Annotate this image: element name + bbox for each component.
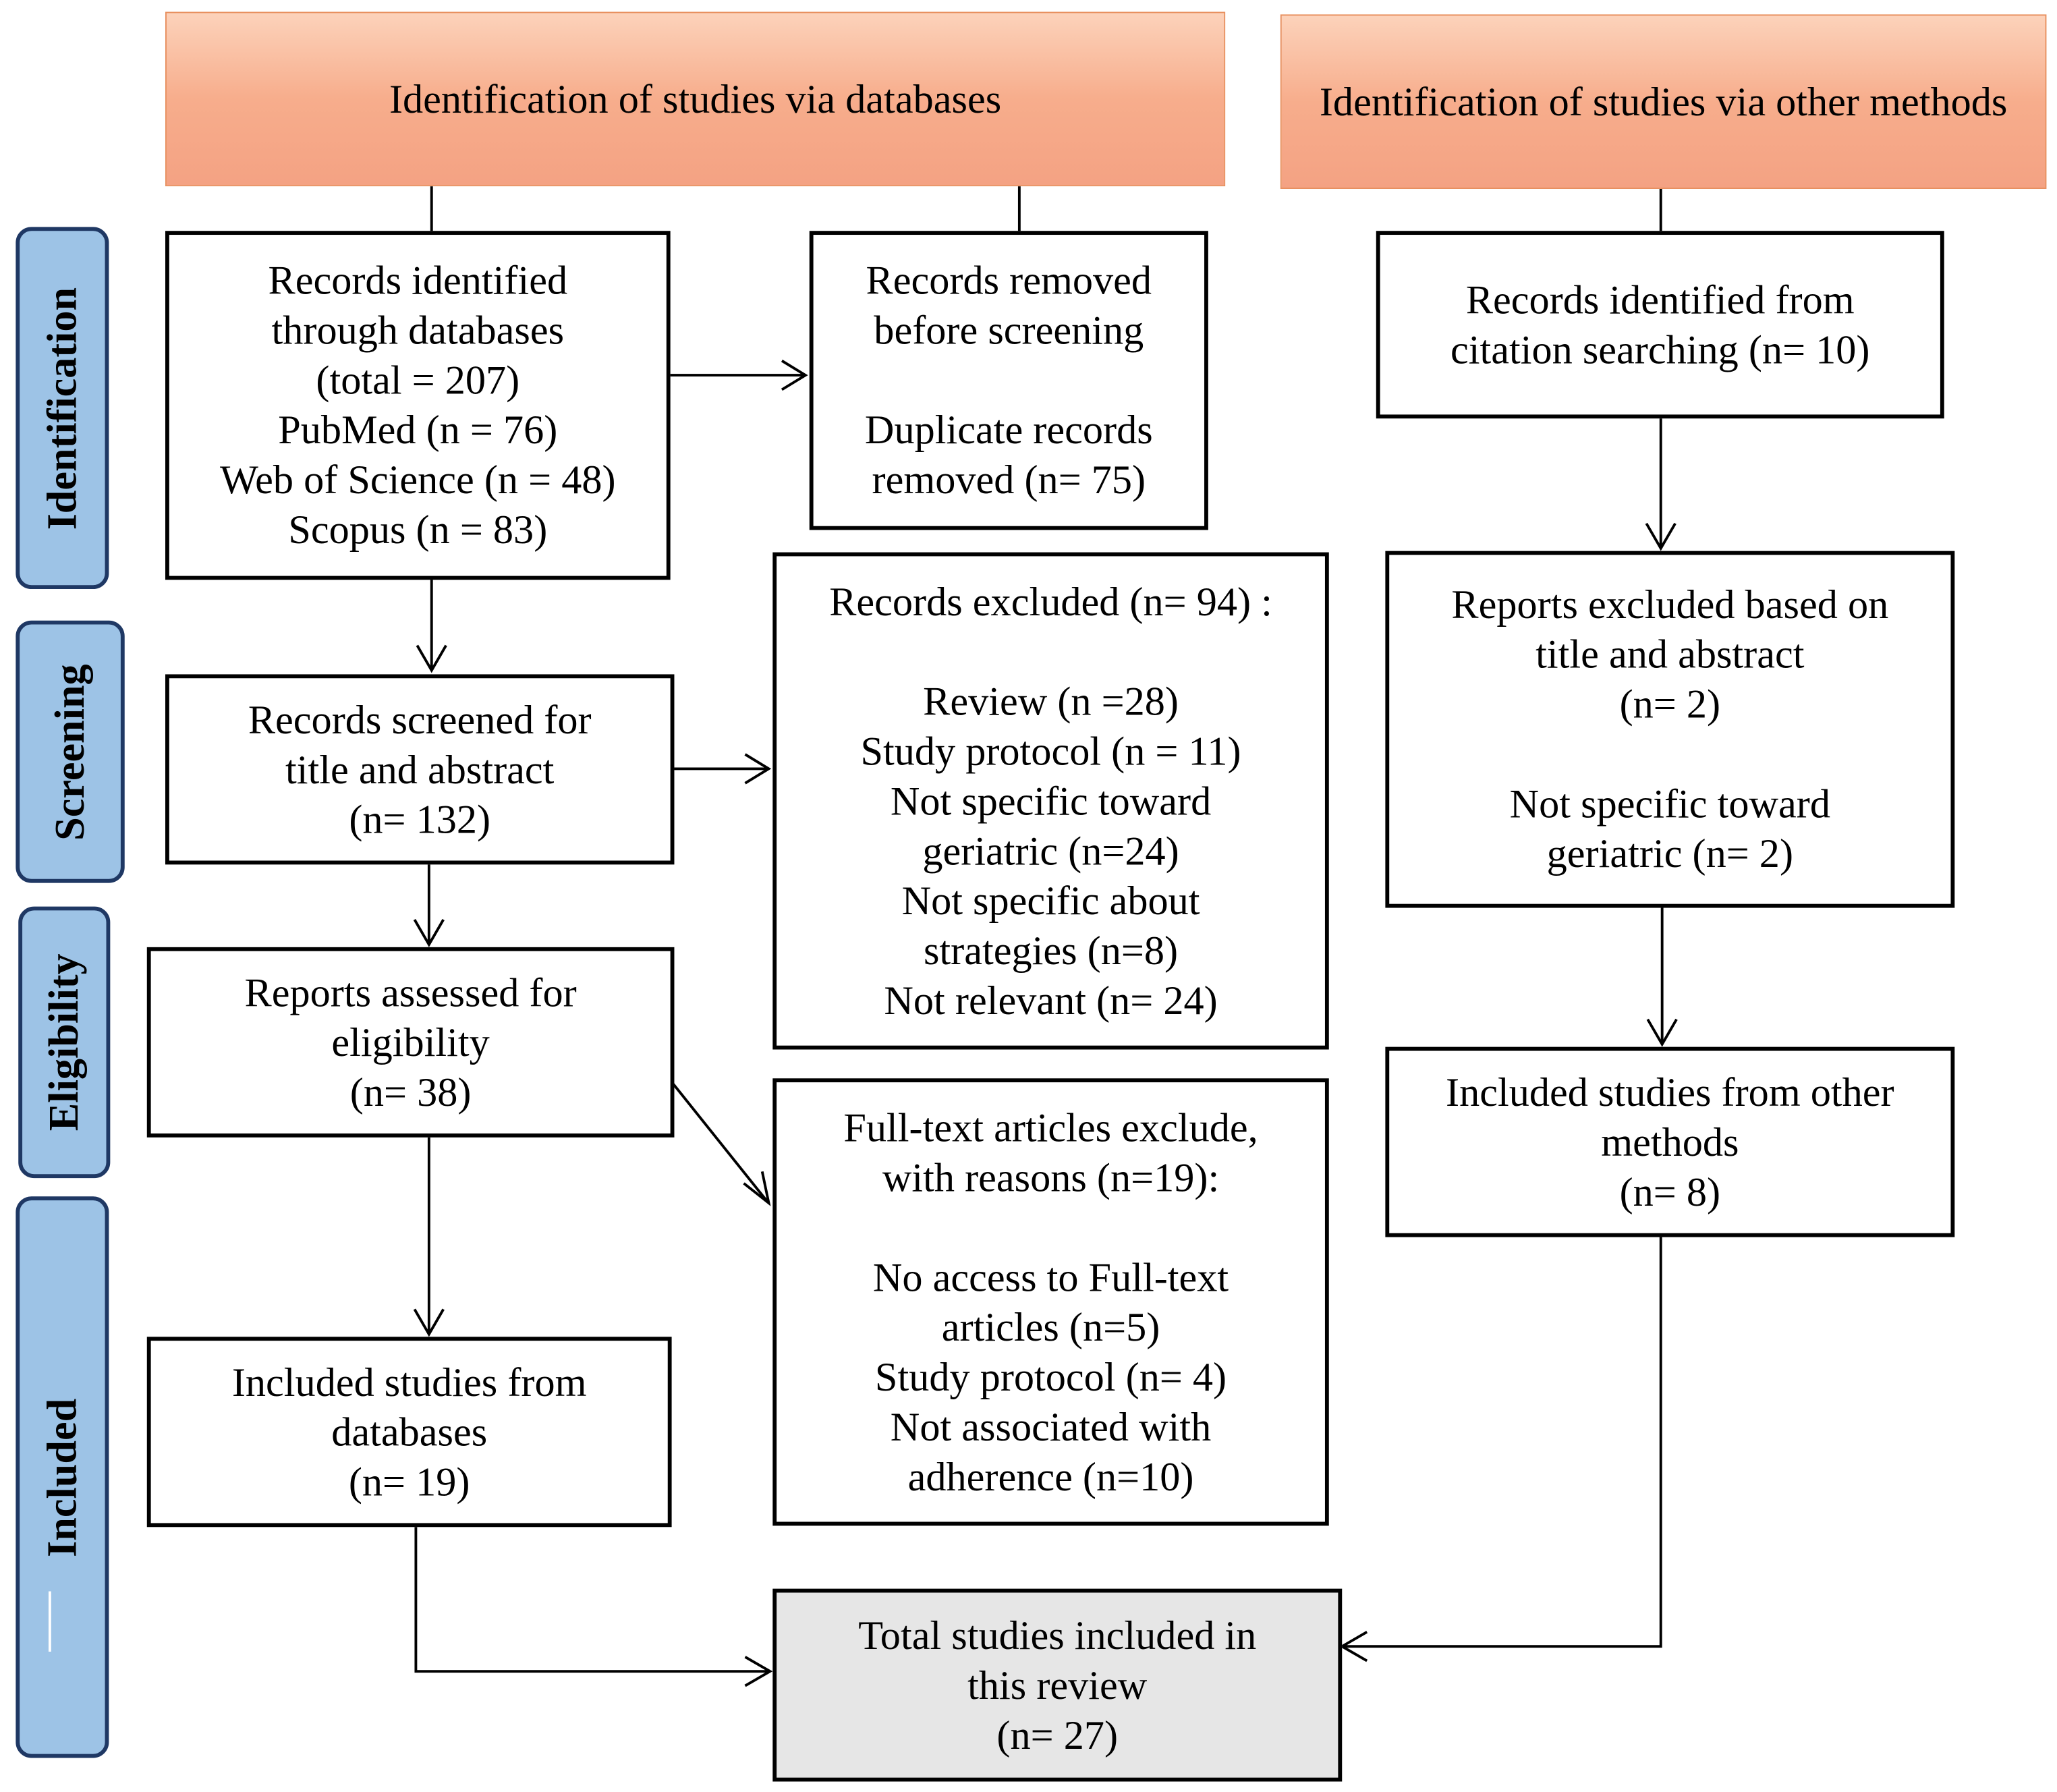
phase-included-label: Included	[38, 1397, 86, 1557]
fulltext-excluded-box: Full-text articles exclude, with reasons…	[772, 1078, 1329, 1526]
reports-assessed-box: Reports assessed for eligibility (n= 38)	[146, 947, 675, 1138]
text-line: Not specific about	[901, 876, 1200, 923]
text-line: methods	[1601, 1118, 1739, 1165]
text-line: Review (n =28)	[923, 677, 1179, 724]
text-line: Study protocol (n = 11)	[860, 727, 1241, 774]
text-line: Study protocol (n= 4)	[874, 1353, 1227, 1399]
text-line: Total studies included in	[858, 1611, 1257, 1658]
text-line: with reasons (n=19):	[882, 1154, 1220, 1200]
text-line: Duplicate records	[864, 406, 1153, 453]
phase-eligibility-label: Eligibility	[40, 953, 88, 1131]
text-line: Records identified from	[1465, 276, 1855, 323]
text-line: Records excluded (n= 94) :	[829, 578, 1272, 624]
records-identified-box: Records identified through databases (to…	[165, 231, 671, 580]
text-line: adherence (n=10)	[907, 1453, 1194, 1499]
header-other-methods-text: Identification of studies via other meth…	[1319, 78, 2008, 125]
header-other-methods: Identification of studies via other meth…	[1280, 14, 2047, 189]
text-line: (n= 132)	[349, 795, 491, 842]
records-removed-box: Records removed before screening Duplica…	[809, 231, 1208, 530]
text-line: Reports assessed for	[244, 968, 577, 1015]
phase-screening-label: Screening	[46, 663, 94, 840]
included-other-box: Included studies from other methods (n= …	[1385, 1046, 1955, 1237]
text-line: (n= 19)	[348, 1458, 470, 1505]
text-line: removed (n= 75)	[872, 456, 1146, 503]
text-line: this review	[967, 1661, 1148, 1708]
header-databases: Identification of studies via databases	[165, 11, 1226, 187]
text-line: Web of Science (n = 48)	[220, 456, 616, 503]
phase-identification: Identification	[16, 227, 109, 590]
text-line: title and abstract	[285, 746, 555, 792]
text-line: Full-text articles exclude,	[843, 1104, 1258, 1150]
text-line: title and abstract	[1535, 631, 1805, 677]
citation-searching-box: Records identified from citation searchi…	[1376, 231, 1944, 419]
total-included-box: Total studies included in this review (n…	[772, 1588, 1343, 1782]
text-line: Not specific toward	[890, 777, 1212, 824]
text-line: before screening	[874, 306, 1144, 354]
text-line: (total = 207)	[316, 356, 520, 403]
text-line: eligibility	[331, 1018, 490, 1065]
phase-included: Included	[16, 1196, 109, 1758]
text-line: PubMed (n = 76)	[278, 406, 558, 453]
text-line: geriatric (n=24)	[922, 827, 1179, 873]
text-line: No access to Full-text	[872, 1253, 1229, 1299]
text-line: (n= 38)	[349, 1068, 472, 1115]
text-line: Not relevant (n= 24)	[884, 976, 1218, 1023]
phase-eligibility: Eligibility	[18, 906, 111, 1179]
text-line: (n= 27)	[996, 1711, 1119, 1758]
phase-screening: Screening	[16, 620, 125, 883]
text-line: citation searching (n= 10)	[1450, 326, 1870, 372]
records-excluded-box: Records excluded (n= 94) : Review (n =28…	[772, 552, 1329, 1050]
text-line: (n= 2)	[1619, 681, 1721, 727]
reports-excluded-other-box: Reports excluded based on title and abst…	[1385, 551, 1955, 908]
text-line: (n= 8)	[1619, 1168, 1721, 1214]
text-line: strategies (n=8)	[923, 926, 1179, 973]
text-line: Included studies from other	[1446, 1068, 1894, 1115]
text-line: Not specific toward	[1509, 780, 1831, 827]
phase-marker	[48, 1591, 51, 1652]
text-line: articles (n=5)	[941, 1303, 1160, 1349]
text-line: databases	[331, 1408, 488, 1455]
text-line: Included studies from	[231, 1358, 587, 1405]
phase-identification-label: Identification	[38, 286, 86, 530]
records-screened-box: Records screened for title and abstract …	[165, 674, 675, 865]
header-databases-text: Identification of studies via databases	[389, 76, 1002, 122]
text-line: Records removed	[866, 257, 1152, 304]
text-line: Scopus (n = 83)	[288, 506, 548, 553]
text-line: Not associated with	[890, 1403, 1212, 1449]
text-line: Records screened for	[248, 696, 592, 742]
text-line: geriatric (n= 2)	[1546, 830, 1794, 876]
text-line: Records identified	[268, 257, 568, 304]
text-line: Reports excluded based on	[1451, 581, 1889, 627]
included-databases-box: Included studies from databases (n= 19)	[146, 1337, 672, 1528]
text-line: through databases	[271, 306, 565, 354]
